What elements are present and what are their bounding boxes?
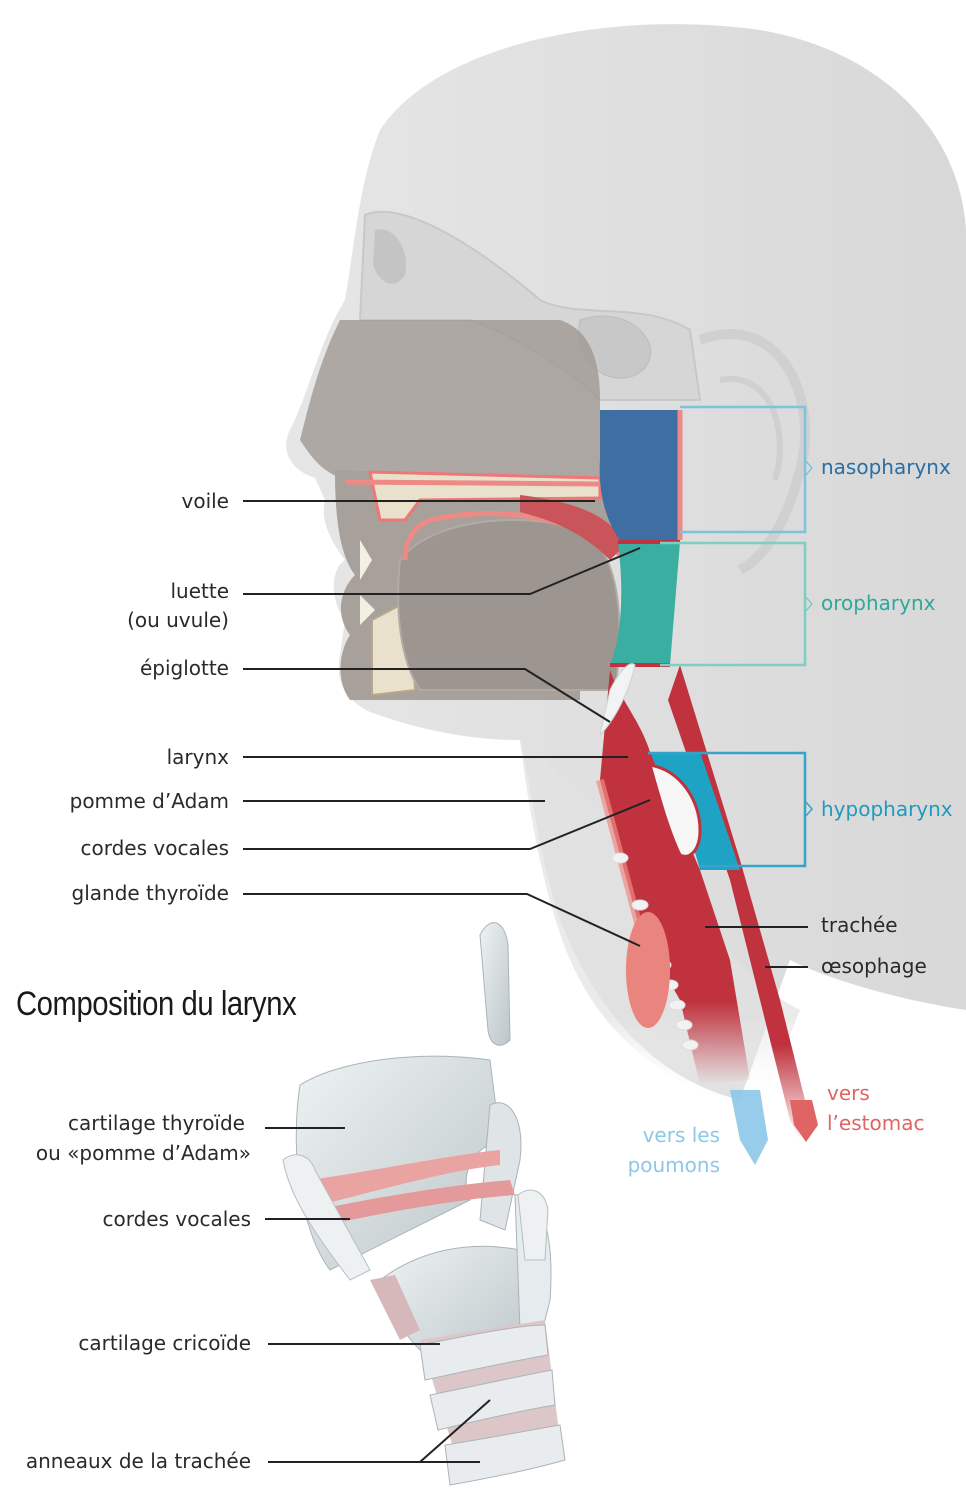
label-cordes-vocales-2: cordes vocales: [103, 1204, 252, 1234]
label-poumons: poumons: [628, 1150, 720, 1180]
label-epiglotte: épiglotte: [140, 653, 229, 683]
label-vers-les: vers les: [643, 1120, 720, 1150]
larynx-section-title: Composition du larynx: [16, 985, 296, 1024]
label-vers: vers: [827, 1078, 870, 1108]
label-voile: voile: [182, 486, 230, 516]
label-cartilage-thyroide: cartilage thyroïde: [68, 1108, 245, 1138]
label-cartilage-cricoide: cartilage cricoïde: [78, 1328, 251, 1358]
label-luette: luette: [170, 576, 229, 606]
nasopharynx-region: [600, 410, 680, 540]
label-glande-thyroide: glande thyroïde: [72, 878, 229, 908]
label-larynx: larynx: [167, 742, 229, 772]
label-estomac: l’estomac: [827, 1108, 924, 1138]
label-hypopharynx: hypopharynx: [821, 794, 953, 824]
mouth-region: [335, 470, 632, 700]
stomach-arrow: [790, 1100, 818, 1142]
label-trachee: trachée: [821, 910, 898, 940]
label-oropharynx: oropharynx: [821, 588, 935, 618]
label-anneaux-trachee: anneaux de la trachée: [26, 1446, 251, 1476]
label-pomme-adam-2: ou «pomme d’Adam»: [36, 1138, 251, 1168]
thyroid-gland: [626, 912, 670, 1028]
label-nasopharynx: nasopharynx: [821, 452, 951, 482]
larynx-detail: [283, 923, 565, 1485]
label-pomme-adam: pomme d’Adam: [70, 786, 229, 816]
nasal-cavity: [300, 320, 600, 480]
label-oesophage: œsophage: [821, 951, 927, 981]
label-cordes-vocales: cordes vocales: [81, 833, 230, 863]
label-uvule: (ou uvule): [127, 605, 229, 635]
